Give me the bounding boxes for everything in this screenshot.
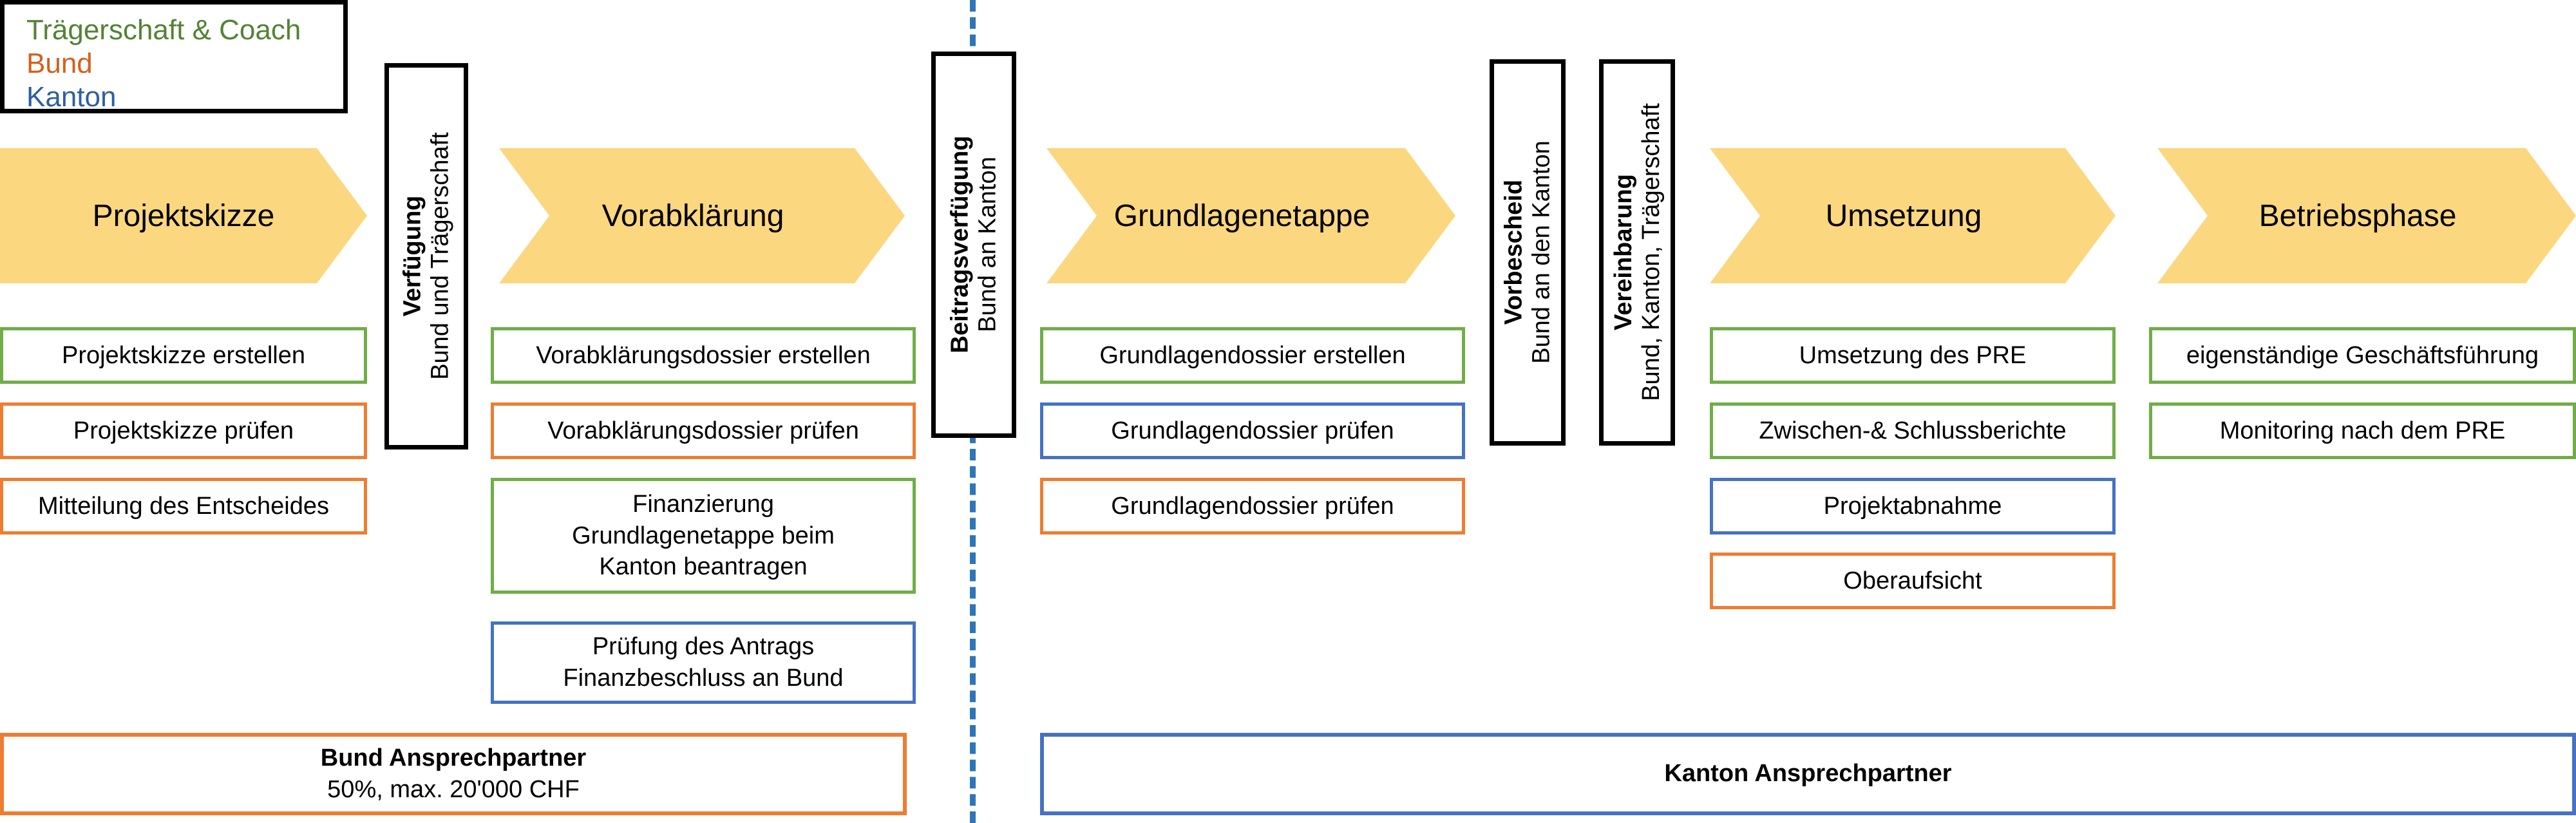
task-oberaufsicht[interactable]: Oberaufsicht [1710, 553, 2116, 609]
banner-kanton-ansprechpartner[interactable]: Kanton Ansprechpartner [1040, 733, 2576, 815]
task-label: Monitoring nach dem PRE [2219, 417, 2506, 444]
task-projektskizze-pruefen[interactable]: Projektskizze prüfen [0, 402, 367, 459]
task-label: Grundlagendossier prüfen [1111, 417, 1394, 444]
task-monitoring-nach-dem-pre[interactable]: Monitoring nach dem PRE [2149, 402, 2576, 459]
task-grundlagendossier-pruefen-kanton[interactable]: Grundlagendossier prüfen [1040, 402, 1465, 459]
task-label: Vorabklärungsdossier erstellen [536, 341, 871, 369]
gate-vereinbarung-title: Vereinbarung [1609, 174, 1637, 331]
task-label: Vorabklärungsdossier prüfen [547, 417, 859, 444]
phase-chevron-grundlagenetappe[interactable]: Grundlagenetappe [1046, 148, 1455, 283]
phase-chevron-betriebsphase[interactable]: Betriebsphase [2157, 148, 2576, 283]
task-label: Grundlagendossier prüfen [1111, 492, 1394, 520]
gate-box-beitragsverfuegung[interactable]: Beitragsverfügung Bund an Kanton [931, 52, 1016, 438]
phase-label-betriebsphase: Betriebsphase [2259, 198, 2457, 233]
phase-label-projektskizze: Projektskizze [92, 198, 275, 233]
task-label: Grundlagendossier erstellen [1099, 341, 1406, 369]
task-pruefung-des-antrags-finanzbeschluss[interactable]: Prüfung des Antrags Finanzbeschluss an B… [491, 621, 916, 704]
legend-box: Trägerschaft & Coach Bund Kanton [0, 0, 348, 113]
phase-label-vorabklaerung: Vorabklärung [601, 198, 784, 233]
gate-vorbescheid-subtitle: Bund an den Kanton [1528, 140, 1555, 364]
task-umsetzung-des-pre[interactable]: Umsetzung des PRE [1710, 327, 2116, 384]
gate-vorbescheid-title: Vorbescheid [1500, 180, 1528, 325]
phase-chevron-projektskizze[interactable]: Projektskizze [0, 148, 367, 283]
legend-item-kanton: Kanton [26, 81, 117, 113]
gate-box-verfuegung[interactable]: Verfügung Bund und Trägerschaft [384, 63, 468, 449]
task-vorabklaerungsdossier-erstellen[interactable]: Vorabklärungsdossier erstellen [491, 327, 916, 384]
task-finanzierung-grundlagenetappe-beantragen[interactable]: Finanzierung Grundlagenetappe beim Kanto… [491, 478, 916, 594]
gate-box-vereinbarung[interactable]: Vereinbarung Bund, Kanton, Trägerschaft [1599, 59, 1675, 446]
task-zwischen-und-schlussberichte[interactable]: Zwischen-& Schlussberichte [1710, 402, 2116, 459]
task-vorabklaerungsdossier-pruefen[interactable]: Vorabklärungsdossier prüfen [491, 402, 916, 459]
gate-vereinbarung-text: Vereinbarung Bund, Kanton, Trägerschaft [1609, 104, 1664, 402]
task-grundlagendossier-pruefen-bund[interactable]: Grundlagendossier prüfen [1040, 478, 1465, 534]
gate-beitragsverfuegung-title: Beitragsverfügung [946, 136, 974, 354]
task-mitteilung-des-entscheides[interactable]: Mitteilung des Entscheides [0, 478, 367, 534]
banner-bund-title: Bund Ansprechpartner [320, 744, 587, 771]
task-grundlagendossier-erstellen[interactable]: Grundlagendossier erstellen [1040, 327, 1465, 384]
task-label: Umsetzung des PRE [1799, 341, 2027, 369]
task-label: Oberaufsicht [1843, 567, 1982, 594]
task-label: Mitteilung des Entscheides [37, 492, 330, 520]
gate-vorbescheid-text: Vorbescheid Bund an den Kanton [1500, 141, 1555, 364]
task-label: eigenständige Geschäftsführung [2186, 341, 2539, 369]
legend-item-traegerschaft-coach: Trägerschaft & Coach [26, 14, 301, 46]
task-label: Projektabnahme [1823, 492, 2002, 520]
phase-chevron-umsetzung[interactable]: Umsetzung [1710, 148, 2116, 283]
phase-label-umsetzung: Umsetzung [1825, 198, 1982, 233]
phase-label-grundlagenetappe: Grundlagenetappe [1113, 198, 1370, 233]
gate-verfuegung-subtitle: Bund und Trägerschaft [426, 132, 454, 381]
gate-box-vorbescheid[interactable]: Vorbescheid Bund an den Kanton [1490, 59, 1566, 446]
banner-kanton-title: Kanton Ansprechpartner [1664, 760, 1952, 788]
task-eigenstaendige-geschaeftsfuehrung[interactable]: eigenständige Geschäftsführung [2149, 327, 2576, 384]
banner-bund-subtitle: 50%, max. 20'000 CHF [327, 776, 580, 803]
task-label: Projektskizze prüfen [73, 417, 294, 444]
banner-bund-ansprechpartner[interactable]: Bund Ansprechpartner 50%, max. 20'000 CH… [0, 733, 907, 815]
gate-vereinbarung-subtitle: Bund, Kanton, Trägerschaft [1637, 103, 1664, 402]
task-projektabnahme[interactable]: Projektabnahme [1710, 478, 2116, 534]
gate-beitragsverfuegung-subtitle: Bund an Kanton [974, 156, 1001, 333]
task-label: Projektskizze erstellen [61, 341, 306, 369]
legend-item-bund: Bund [26, 48, 93, 79]
gate-verfuegung-title: Verfügung [399, 196, 426, 317]
task-label: Zwischen-& Schlussberichte [1759, 417, 2067, 444]
task-label: Finanzierung Grundlagenetappe beim Kanto… [572, 491, 835, 581]
task-label: Prüfung des Antrags Finanzbeschluss an B… [563, 633, 844, 692]
task-projektskizze-erstellen[interactable]: Projektskizze erstellen [0, 327, 367, 384]
gate-beitragsverfuegung-text: Beitragsverfügung Bund an Kanton [946, 136, 1001, 354]
gate-verfuegung-text: Verfügung Bund und Trägerschaft [399, 133, 453, 380]
phase-chevron-vorabklaerung[interactable]: Vorabklärung [499, 148, 905, 283]
